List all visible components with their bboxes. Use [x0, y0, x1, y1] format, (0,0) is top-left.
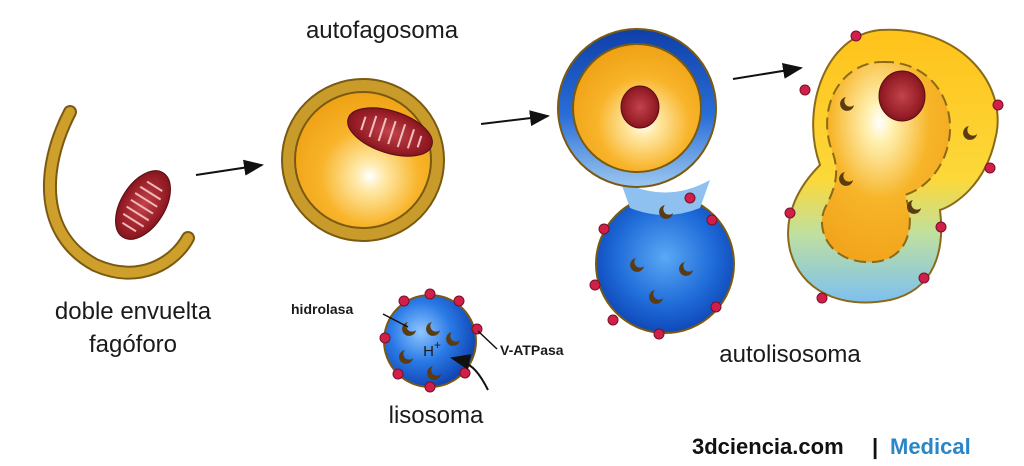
- hydrolase-enzymes: [839, 97, 977, 214]
- lysosome: H+: [379, 288, 498, 393]
- phagophore-label-line1: doble envuelta: [55, 298, 212, 325]
- v-atpase-pumps: [379, 288, 483, 393]
- brand-section: Medical: [890, 434, 971, 459]
- mitochondrion: [878, 70, 926, 122]
- brand-footer: 3dciencia.com | Medical: [692, 434, 971, 459]
- autolysosome-label: autolisosoma: [719, 341, 861, 368]
- fusion-stage: [557, 28, 735, 340]
- hydrolase-pointer: [382, 313, 409, 328]
- brand-separator: |: [872, 434, 878, 459]
- mitochondrion: [115, 170, 171, 240]
- lysosome-label: lisosoma: [389, 402, 484, 429]
- arrow-2: [480, 110, 550, 127]
- brand-site: 3dciencia.com: [692, 434, 844, 459]
- vatpase-pointer: [477, 330, 498, 350]
- autophagosome-label: autofagosoma: [306, 17, 459, 44]
- hydrolase-enzymes: [399, 322, 460, 380]
- proton-arrow: [450, 354, 489, 391]
- v-atpase-pumps: [784, 30, 1004, 304]
- hydrolase-label: hidrolasa: [291, 301, 353, 317]
- phagophore-label-line2: fagóforo: [89, 331, 177, 358]
- mitochondrion: [620, 85, 660, 129]
- phagophore: [42, 105, 195, 280]
- mitochondrion: [347, 107, 433, 157]
- v-atpase-pumps: [589, 192, 722, 340]
- hydrolase-enzymes: [630, 205, 693, 304]
- autophagosome: [281, 78, 445, 242]
- vatpase-label: V-ATPasa: [500, 342, 564, 358]
- autolysosome: [784, 28, 1004, 304]
- arrow-3: [732, 62, 803, 80]
- arrow-1: [195, 159, 264, 176]
- proton-label: H+: [423, 338, 441, 360]
